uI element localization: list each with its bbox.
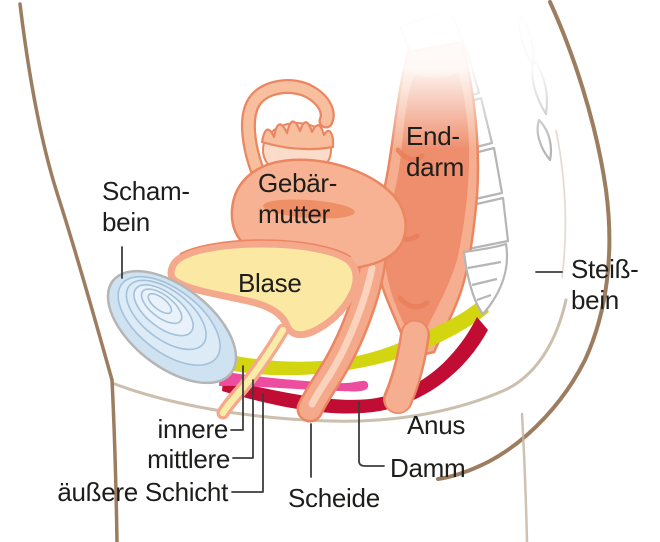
label-damm: Damm xyxy=(390,453,466,483)
layer-outer-shape xyxy=(222,317,488,414)
label-aeussere-schicht: äußere Schicht xyxy=(57,477,228,507)
bladder-shape xyxy=(167,239,360,339)
mittlere-line xyxy=(232,379,254,459)
bladder-body xyxy=(167,240,360,339)
anus-tube-fill xyxy=(385,321,428,413)
damm-line xyxy=(358,401,385,467)
vagina-shape xyxy=(296,240,388,423)
label-gebaermutter-line1: Gebär- xyxy=(258,168,338,198)
pubic-bone-contour xyxy=(147,292,173,315)
anus-shape xyxy=(383,320,430,414)
label-enddarm: End- darm xyxy=(406,121,464,183)
leg-line xyxy=(110,378,119,542)
urethra-shape xyxy=(216,323,290,420)
rectum-fold xyxy=(395,147,425,162)
body-outline-buttock xyxy=(436,0,612,481)
rectum-fold xyxy=(397,295,430,310)
pubic-bone-contour xyxy=(125,279,207,351)
body-outline-front xyxy=(18,2,114,382)
fimbriae-shape xyxy=(260,120,335,151)
thigh-crease-line xyxy=(110,298,568,423)
label-steissbein: Steiß- bein xyxy=(571,254,639,316)
coccyx-joint xyxy=(476,293,492,302)
vagina-canal xyxy=(308,264,376,408)
fallopian-tube xyxy=(240,79,335,190)
uterine-cavity xyxy=(263,199,355,219)
tube-fill xyxy=(243,81,333,188)
thigh-back-line xyxy=(520,412,529,542)
pubic-bone-contour xyxy=(140,288,183,325)
label-enddarm-line1: End- xyxy=(406,121,460,151)
urethra-fill xyxy=(219,326,287,417)
coccyx-joint xyxy=(471,277,498,287)
coccyx-joint xyxy=(467,260,502,270)
label-mittlere-schicht: mittlere xyxy=(147,444,230,474)
label-enddarm-line2: darm xyxy=(406,152,465,182)
bladder-edge xyxy=(179,239,352,258)
aeussere-line xyxy=(231,393,264,493)
label-steissbein-line1: Steiß- xyxy=(571,254,639,284)
label-gebaermutter: Gebär- mutter xyxy=(258,168,337,230)
label-anus: Anus xyxy=(407,410,466,440)
label-schambein: Scham- bein xyxy=(102,176,190,238)
top-fade xyxy=(355,0,550,150)
label-schambein-line2: bein xyxy=(102,207,150,237)
label-schambein-line1: Scham- xyxy=(102,176,190,206)
label-connectors xyxy=(121,246,563,493)
label-scheide: Scheide xyxy=(288,483,380,513)
label-innere-schicht: innere xyxy=(157,414,229,444)
innere-line xyxy=(230,365,244,431)
coccyx-outline xyxy=(462,242,508,316)
pubic-bone-shape xyxy=(106,269,238,385)
label-blase: Blase xyxy=(238,268,302,298)
coccyx-shape xyxy=(462,242,508,316)
inner-crease-arc xyxy=(555,129,567,279)
label-steissbein-line2: bein xyxy=(571,285,619,315)
label-gebaermutter-line2: mutter xyxy=(258,199,330,229)
